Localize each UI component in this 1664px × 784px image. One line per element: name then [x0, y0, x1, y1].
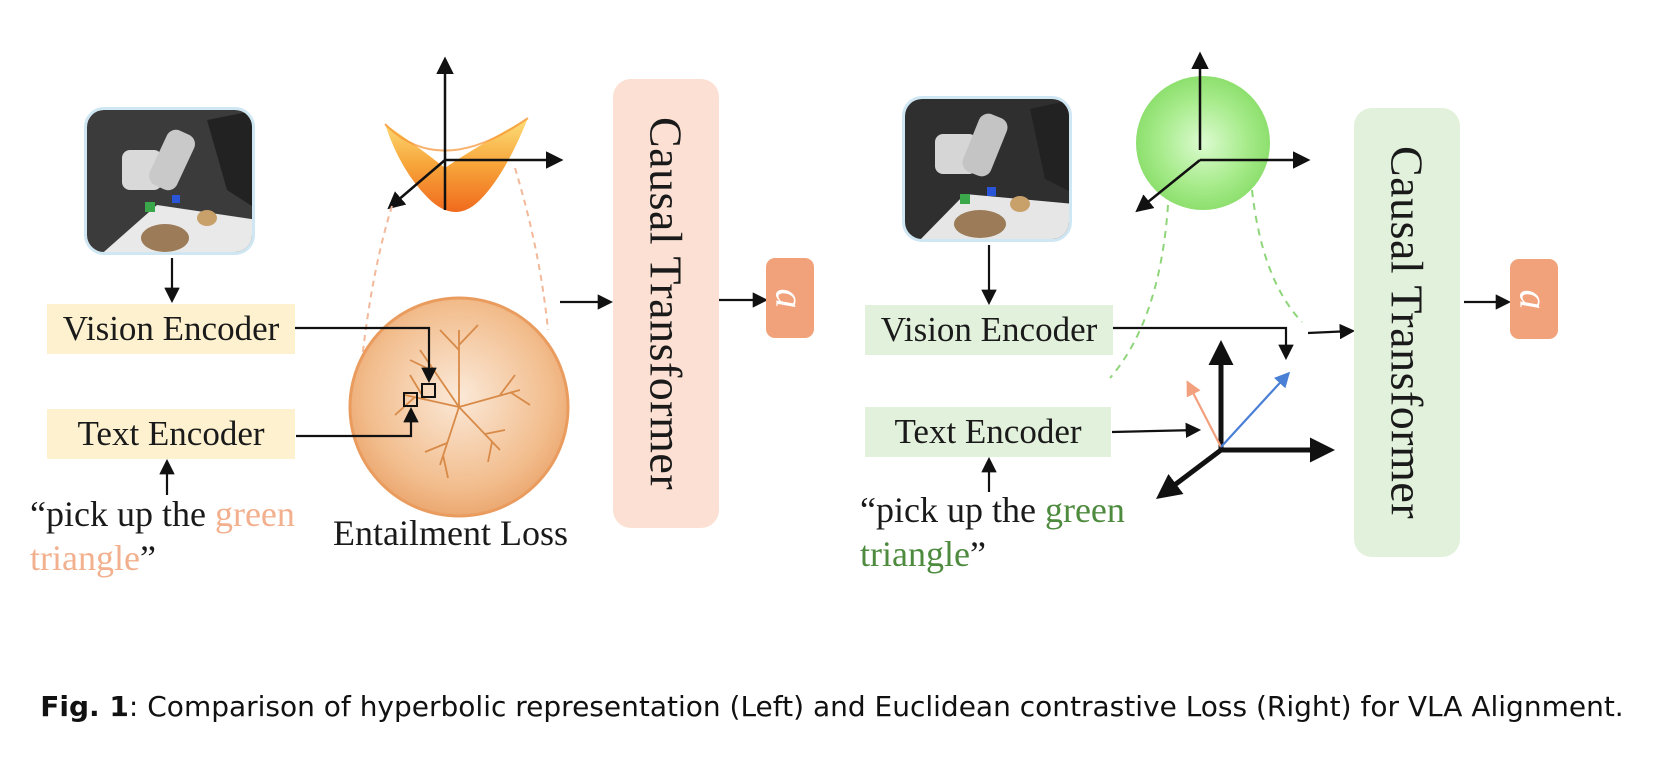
- text-encoder-label: Text Encoder: [894, 412, 1082, 451]
- robot-scene-image-left: [84, 107, 255, 255]
- sphere-icon: [1135, 51, 1311, 213]
- figure-label: Fig. 1: [40, 690, 129, 723]
- hyperboloid-icon: [384, 56, 564, 213]
- text-encoder-right: Text Encoder: [865, 407, 1111, 457]
- 3d-axes-icon: [1156, 340, 1335, 500]
- causal-transformer-right: Causal Transformer: [1354, 108, 1460, 557]
- prompt-highlight: green: [1044, 490, 1125, 530]
- causal-transformer-label: Causal Transformer: [640, 116, 692, 491]
- prompt-highlight: triangle: [30, 538, 140, 578]
- prompt-highlight: triangle: [860, 534, 970, 574]
- action-label: a: [1511, 289, 1557, 309]
- text-encoder-left: Text Encoder: [47, 409, 295, 459]
- vision-encoder-label: Vision Encoder: [880, 310, 1098, 349]
- poincare-disk-icon: [348, 296, 570, 518]
- causal-transformer-left: Causal Transformer: [613, 79, 719, 528]
- prompt-right: “pick up the green triangle”: [860, 490, 1125, 574]
- vision-encoder-left: Vision Encoder: [47, 304, 295, 354]
- vision-encoder-label: Vision Encoder: [62, 309, 280, 348]
- entailment-loss-label: Entailment Loss: [333, 513, 568, 553]
- action-output-left: a: [766, 258, 814, 338]
- action-output-right: a: [1510, 259, 1558, 339]
- causal-transformer-label: Causal Transformer: [1381, 145, 1433, 520]
- figure-caption: Fig. 1: Comparison of hyperbolic represe…: [0, 690, 1664, 723]
- prompt-highlight: green: [214, 494, 295, 534]
- caption-text: : Comparison of hyperbolic representatio…: [128, 690, 1624, 723]
- vision-encoder-right: Vision Encoder: [865, 305, 1113, 355]
- prompt-left: “pick up the green triangle”: [30, 494, 295, 578]
- robot-scene-image-right: [902, 96, 1072, 242]
- action-label: a: [767, 288, 813, 308]
- text-encoder-label: Text Encoder: [77, 414, 265, 453]
